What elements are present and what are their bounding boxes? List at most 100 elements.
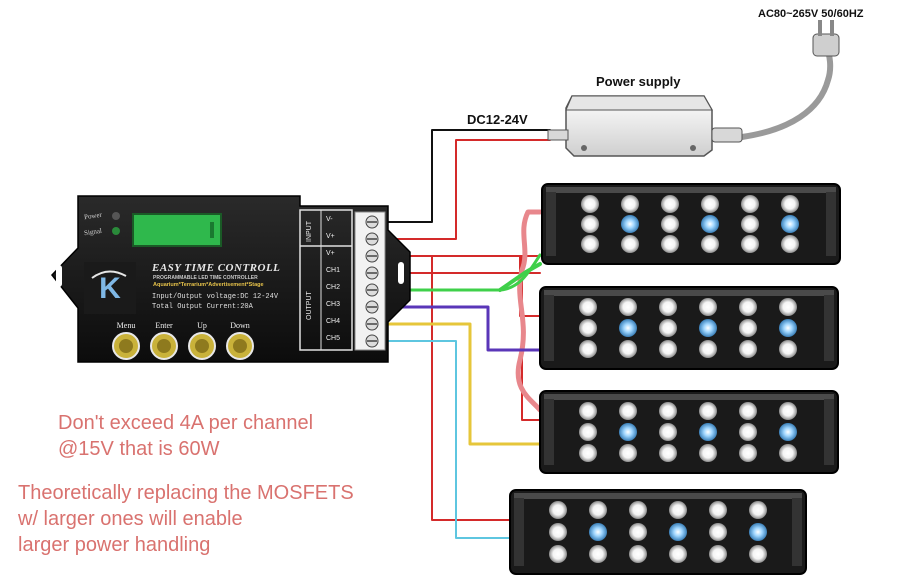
led-bar-housing — [539, 286, 839, 370]
white-led-icon — [581, 195, 599, 213]
blue-led-icon — [701, 215, 719, 233]
white-led-icon — [739, 444, 757, 462]
led-controller: K — [51, 195, 411, 363]
lcd-display — [132, 213, 222, 247]
power-led-icon — [112, 212, 120, 220]
led-bar-endcap — [824, 399, 834, 465]
dc-voltage-label: DC12-24V — [467, 112, 528, 127]
white-led-icon — [659, 340, 677, 358]
led-bar-endcap — [792, 498, 802, 566]
terminal-label: V+ — [326, 233, 335, 240]
led-bar-endcap — [544, 399, 554, 465]
led-bar-edge — [514, 493, 802, 499]
terminal-label: CH4 — [326, 318, 341, 325]
dc-positive-wire — [371, 139, 551, 240]
blue-led-icon — [619, 319, 637, 337]
terminal-label: CH1 — [326, 267, 341, 274]
led-bars — [509, 183, 841, 575]
white-led-icon — [659, 298, 677, 316]
blue-led-icon — [589, 523, 607, 541]
white-led-icon — [781, 195, 799, 213]
led-bar-housing — [539, 390, 839, 474]
white-led-icon — [699, 298, 717, 316]
white-led-icon — [579, 340, 597, 358]
ac-plug-icon — [739, 20, 840, 140]
white-led-icon — [661, 235, 679, 253]
button-cap — [119, 339, 133, 353]
led-bar-edge — [544, 290, 834, 296]
white-led-icon — [619, 340, 637, 358]
white-led-icon — [739, 423, 757, 441]
white-led-icon — [741, 235, 759, 253]
white-led-icon — [739, 298, 757, 316]
ch3-output-wire — [370, 305, 542, 352]
controller-subtitle: PROGRAMMABLE LED TIME CONTROLLER — [153, 275, 258, 281]
white-led-icon — [739, 402, 757, 420]
controller-applications: Aquarium*Terrarium*Advertisement*Stage — [153, 282, 264, 288]
white-led-icon — [741, 215, 759, 233]
white-led-icon — [701, 235, 719, 253]
led-bar-endcap — [546, 192, 556, 256]
led-bar-housing — [509, 489, 807, 575]
button-cap — [195, 339, 209, 353]
button-cap — [157, 339, 171, 353]
white-led-icon — [629, 523, 647, 541]
white-led-icon — [589, 545, 607, 563]
blue-led-icon — [779, 423, 797, 441]
button-cap — [233, 339, 247, 353]
led-bar-edge — [546, 187, 836, 193]
white-led-icon — [701, 195, 719, 213]
white-led-icon — [699, 402, 717, 420]
terminal-label: V- — [326, 216, 333, 223]
white-led-icon — [579, 444, 597, 462]
white-led-icon — [749, 501, 767, 519]
white-led-icon — [621, 195, 639, 213]
led-bar-endcap — [826, 192, 836, 256]
led-bar-endcap — [824, 295, 834, 361]
led-bar-edge — [544, 394, 834, 400]
terminal-label: CH3 — [326, 301, 341, 308]
led-bar-housing — [541, 183, 841, 265]
white-led-icon — [779, 340, 797, 358]
white-led-icon — [581, 235, 599, 253]
note-line-3: Theoretically replacing the MOSFETS — [18, 482, 354, 504]
button-label: Up — [197, 321, 207, 330]
vplus-to-bar4-wire — [431, 255, 513, 521]
white-led-icon — [629, 501, 647, 519]
note-line-5: larger power handling — [18, 534, 211, 556]
white-led-icon — [589, 501, 607, 519]
white-led-icon — [659, 423, 677, 441]
white-led-icon — [709, 501, 727, 519]
led-bar — [541, 183, 841, 265]
blue-led-icon — [779, 319, 797, 337]
white-led-icon — [709, 523, 727, 541]
led-bar-endcap — [514, 498, 524, 566]
input-group-label: INPUT — [306, 221, 313, 242]
note-line-1: Don't exceed 4A per channel — [58, 412, 314, 434]
white-led-icon — [779, 402, 797, 420]
white-led-icon — [661, 215, 679, 233]
brand-logo: K — [84, 262, 136, 314]
white-led-icon — [669, 545, 687, 563]
button-label: Enter — [155, 321, 173, 330]
blue-led-icon — [699, 423, 717, 441]
blue-led-icon — [749, 523, 767, 541]
ch2-connector — [498, 262, 542, 292]
svg-text:K: K — [99, 272, 121, 305]
spec-current: Total Output Current:20A — [152, 303, 253, 311]
white-led-icon — [741, 195, 759, 213]
white-led-icon — [709, 545, 727, 563]
led-bar — [509, 489, 807, 575]
button-label: Menu — [116, 321, 136, 330]
white-led-icon — [581, 215, 599, 233]
white-led-icon — [669, 501, 687, 519]
spec-voltage: Input/Output voltage:DC 12-24V — [152, 293, 279, 301]
white-led-icon — [781, 235, 799, 253]
white-led-icon — [619, 402, 637, 420]
white-led-icon — [779, 298, 797, 316]
ch5-output-wire — [371, 340, 513, 539]
led-bar — [539, 286, 839, 370]
blue-led-icon — [621, 215, 639, 233]
white-led-icon — [659, 319, 677, 337]
